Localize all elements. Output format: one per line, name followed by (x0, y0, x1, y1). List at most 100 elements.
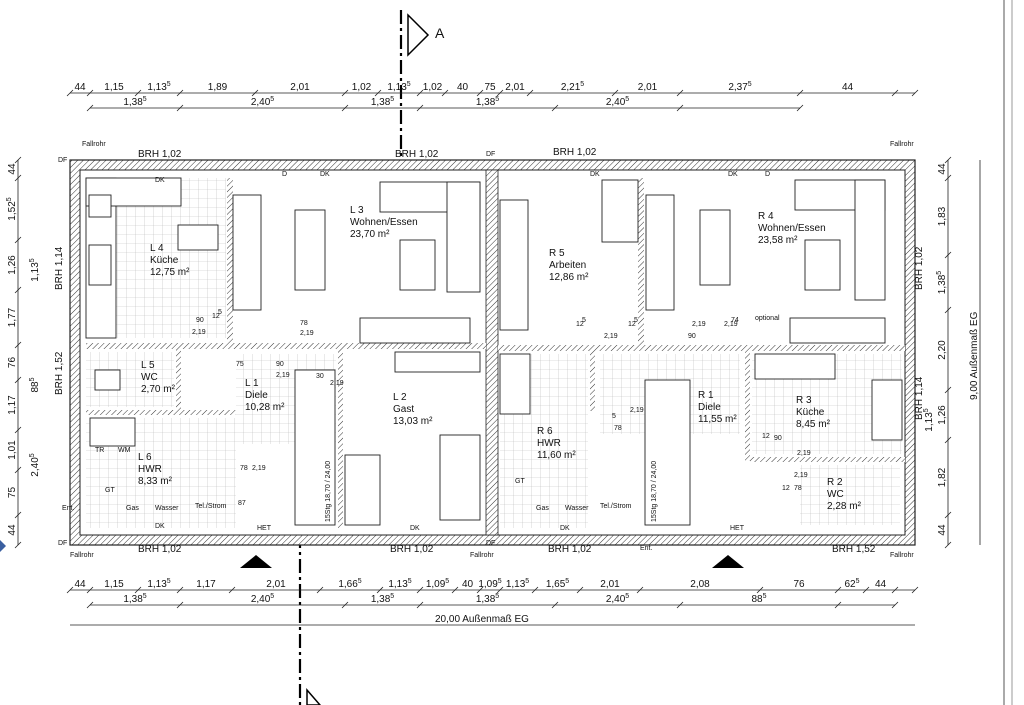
gt-label: GT (515, 478, 525, 485)
bottom-dim-label: 44 (74, 579, 86, 590)
bottom-dim-label: 1,095 (426, 578, 449, 590)
svg-text:12,75 m²: 12,75 m² (150, 267, 190, 278)
stairs-label: 15Stg 18,70 / 24,00 (651, 461, 658, 522)
left-dim2-label: 2,405 (29, 453, 41, 476)
top-dim2-label: 1,385 (371, 96, 394, 108)
svg-text:L 5: L 5 (141, 360, 155, 371)
bottom-dim2-label: 1,385 (123, 593, 146, 605)
opening-dimension: 75 (236, 361, 244, 368)
opening-dimension: 2,19 (630, 407, 644, 414)
dk-label: DK (155, 177, 165, 184)
right-dim-label: 1,385 (936, 271, 948, 294)
ent-label: Ent. (640, 545, 653, 552)
svg-text:23,70 m²: 23,70 m² (350, 229, 390, 240)
svg-text:L 2: L 2 (393, 392, 407, 403)
svg-text:WC: WC (827, 489, 844, 500)
svg-text:HWR: HWR (138, 464, 162, 475)
bottom-dim-label: 44 (875, 579, 887, 590)
svg-text:2,28 m²: 2,28 m² (827, 501, 862, 512)
bottom-dim-label: 1,135 (147, 578, 170, 590)
opening-dimension: 78 (300, 320, 308, 327)
right-dim-label: 2,20 (937, 340, 948, 360)
top-dim-label: 1,135 (387, 81, 410, 93)
top-dim-label: 44 (842, 82, 854, 93)
fallrohr-label: Fallrohr (890, 552, 914, 559)
right-dim2-label: 1,135 (923, 408, 935, 431)
dk-label: DK (155, 523, 165, 530)
svg-text:WC: WC (141, 372, 158, 383)
opening-dimension: 78 (614, 425, 622, 432)
bottom-dim-label: 1,095 (478, 578, 501, 590)
top-dim-label: 2,01 (638, 82, 658, 93)
dk-label: DK (560, 525, 570, 532)
left-edge-marker (0, 540, 6, 552)
top-dim-label: 1,02 (352, 82, 372, 93)
top-dim-label: 1,135 (147, 81, 170, 93)
wasser-label: Wasser (565, 505, 589, 512)
opening-dimension: 12 (628, 321, 636, 328)
dk-label: DK (590, 171, 600, 178)
bottom-dim-label: 2,01 (600, 579, 620, 590)
brh-label: BRH 1,02 (548, 544, 592, 555)
svg-text:10,28 m²: 10,28 m² (245, 402, 285, 413)
gt-label: GT (105, 487, 115, 494)
bottom-dim-label: 1,17 (196, 579, 216, 590)
svg-text:Wohnen/Essen: Wohnen/Essen (350, 217, 418, 228)
d-label: D (765, 171, 770, 178)
top-dim2-label: 2,405 (606, 96, 629, 108)
fallrohr-label: Fallrohr (890, 141, 914, 148)
bottom-dim2-label: 2,405 (251, 593, 274, 605)
top-dim2-label: 2,405 (251, 96, 274, 108)
top-dim-label: 44 (74, 82, 86, 93)
left-dim-label: 44 (7, 163, 18, 175)
top-dim-label: 1,02 (423, 82, 443, 93)
opening-dimension: 90 (688, 333, 696, 340)
opening-dimension: 5 (582, 317, 586, 324)
svg-text:R 2: R 2 (827, 477, 843, 488)
brh-label: BRH 1,52 (54, 351, 65, 395)
opening-dimension: 2,19 (794, 472, 808, 479)
stairs-label: 15Stg 18,70 / 24,00 (325, 461, 332, 522)
gas-label: Gas (126, 505, 139, 512)
fallrohr-label: Fallrohr (470, 552, 494, 559)
svg-text:L 6: L 6 (138, 452, 152, 463)
fallrohr-label: Fallrohr (82, 141, 106, 148)
right-dim-label: 1,82 (937, 467, 948, 487)
top-dim-label: 75 (484, 82, 496, 93)
wasser-label: Wasser (155, 505, 179, 512)
svg-text:HWR: HWR (537, 438, 561, 449)
entrance-markers (240, 555, 744, 568)
tr-label: TR (95, 447, 104, 454)
left-dim-label: 1,26 (7, 255, 18, 275)
bottom-dim-label: 1,15 (104, 579, 124, 590)
furniture-right-unit (294, 179, 903, 526)
svg-text:R 6: R 6 (537, 426, 553, 437)
bottom-dim-label: 1,655 (546, 578, 569, 590)
opening-dimension: 12 (762, 433, 770, 440)
bottom-dim-label: 625 (844, 578, 859, 590)
svg-text:Wohnen/Essen: Wohnen/Essen (758, 223, 826, 234)
svg-text:11,55 m²: 11,55 m² (698, 414, 737, 425)
opening-dimension: 12 (782, 485, 790, 492)
brh-label: BRH 1,52 (832, 544, 876, 555)
bottom-dim-label: 2,01 (266, 579, 286, 590)
tel-label: Tel./Strom (195, 503, 227, 510)
svg-text:R 4: R 4 (758, 211, 774, 222)
opening-dimension: 2,19 (276, 372, 290, 379)
svg-text:L 3: L 3 (350, 205, 364, 216)
opening-dimension: 30 (316, 373, 324, 380)
d-label: D (282, 171, 287, 178)
opening-dimension: 2,19 (604, 333, 618, 340)
top-dim-label: 1,89 (208, 82, 228, 93)
opening-dimension: 2,19 (330, 380, 344, 387)
left-dim-label: 1,525 (6, 197, 18, 220)
bottom-dim-label: 2,08 (690, 579, 710, 590)
brh-label: BRH 1,02 (395, 149, 439, 160)
left-dimension-chain: 441,5251,261,77761,171,0175441,1358852,4… (6, 156, 41, 549)
